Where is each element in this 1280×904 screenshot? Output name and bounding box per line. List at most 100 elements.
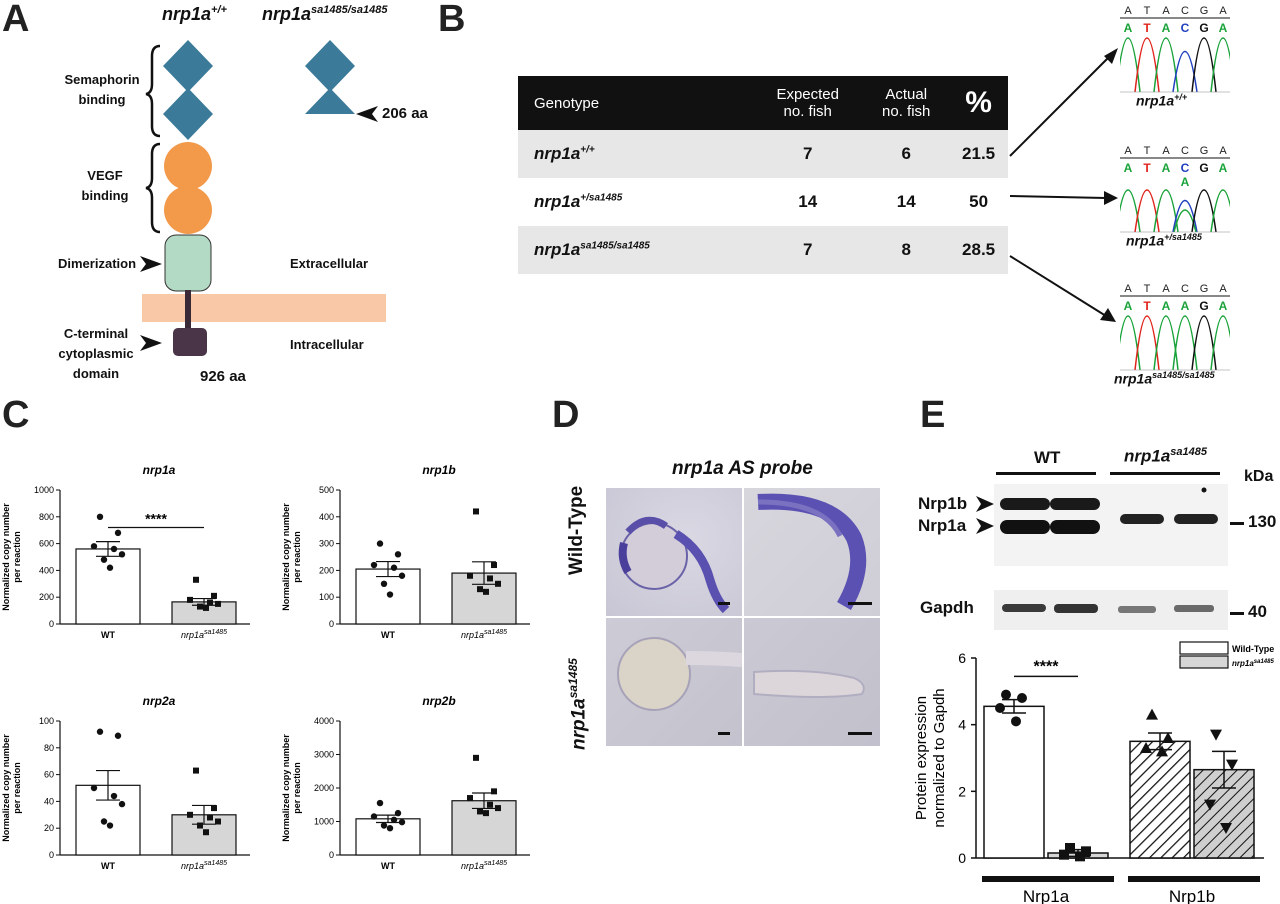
row-label-wildtype: Wild-Type bbox=[566, 485, 587, 575]
percent-cell: 21.5 bbox=[949, 130, 1008, 178]
data-point bbox=[1146, 708, 1158, 720]
bar-nrp1b-mutant bbox=[1193, 768, 1255, 859]
trace-peak bbox=[1115, 37, 1141, 93]
data-point bbox=[114, 529, 122, 537]
scale-bar bbox=[718, 732, 730, 735]
data-point bbox=[110, 545, 118, 553]
y-tick-label: 0 bbox=[958, 850, 966, 866]
trace-label-mut: nrp1asa1485/sa1485 bbox=[1114, 370, 1215, 387]
data-point bbox=[398, 572, 406, 579]
called-base: A bbox=[1124, 161, 1133, 175]
col-mut-title: nrp1asa1485/sa1485 bbox=[262, 4, 388, 24]
data-point bbox=[995, 703, 1005, 713]
y-axis-label-line-2: per reaction bbox=[292, 531, 302, 583]
data-point bbox=[215, 600, 221, 607]
actual-cell: 8 bbox=[863, 226, 950, 274]
x-label-mutant-superscript: sa1485 bbox=[204, 629, 227, 636]
y-tick-label: 60 bbox=[44, 770, 54, 780]
x-label-mutant-superscript: sa1485 bbox=[204, 860, 227, 867]
y-tick-label: 0 bbox=[329, 850, 334, 860]
ref-base: A bbox=[1219, 5, 1227, 17]
called-base: G bbox=[1199, 21, 1208, 35]
trace-peak bbox=[1115, 315, 1141, 371]
data-point bbox=[1162, 732, 1174, 743]
col-wt-title: nrp1a+/+ bbox=[162, 4, 227, 24]
trace-peak bbox=[1210, 315, 1236, 371]
significance-stars: **** bbox=[1034, 658, 1060, 675]
band-label-gapdh: Gapdh bbox=[920, 598, 974, 617]
y-tick-label: 0 bbox=[49, 850, 54, 860]
data-point bbox=[207, 599, 213, 606]
category-bar bbox=[982, 876, 1114, 882]
y-axis-label-line-2: per reaction bbox=[292, 762, 302, 814]
panel-d-title: nrp1a AS probe bbox=[672, 458, 813, 479]
ref-base: A bbox=[1124, 283, 1132, 295]
data-point bbox=[193, 767, 199, 774]
x-label-wt: WT bbox=[381, 630, 395, 640]
percent-cell: 28.5 bbox=[949, 226, 1008, 274]
lane-label-mut: nrp1asa1485 bbox=[1124, 446, 1208, 466]
x-label-wt: WT bbox=[101, 861, 115, 871]
data-point bbox=[477, 586, 483, 593]
called-base: A bbox=[1181, 299, 1190, 313]
label-dimerization: Dimerization bbox=[58, 256, 137, 271]
band-label-nrp1a: Nrp1a bbox=[918, 516, 967, 535]
data-point bbox=[390, 564, 398, 571]
chart-title: nrp2b bbox=[422, 694, 455, 708]
y-tick-label: 300 bbox=[319, 539, 334, 549]
y-tick-label: 4000 bbox=[314, 716, 334, 726]
trace-label-het: nrp1a+/sa1485 bbox=[1126, 232, 1202, 249]
ref-base: T bbox=[1144, 145, 1151, 157]
data-point bbox=[110, 792, 118, 800]
scale-bar bbox=[848, 732, 872, 735]
called-base: A bbox=[1219, 21, 1228, 35]
cytoplasmic-domain bbox=[173, 328, 207, 356]
y-tick-label: 100 bbox=[319, 592, 334, 602]
header-genotype: Genotype bbox=[518, 76, 753, 130]
y-axis-label: Normalized copy numberper reaction bbox=[281, 734, 302, 842]
x-label-mutant: nrp1asa1485 bbox=[461, 629, 507, 640]
data-point bbox=[380, 822, 388, 829]
panel-label-e: E bbox=[920, 394, 946, 436]
x-label-mutant: nrp1asa1485 bbox=[181, 629, 227, 640]
called-base: C bbox=[1181, 21, 1190, 35]
table-row: nrp1a+/+ 7 6 21.5 bbox=[518, 130, 1008, 178]
data-point bbox=[390, 816, 398, 824]
legend-label-wt: Wild-Type bbox=[1232, 644, 1274, 654]
trace-peak bbox=[1172, 199, 1198, 233]
nrp1-domain-diagram bbox=[140, 40, 386, 356]
membrane bbox=[142, 294, 386, 322]
ref-base: T bbox=[1144, 283, 1151, 295]
data-point bbox=[483, 810, 489, 817]
called-base: A bbox=[1219, 161, 1228, 175]
genotype-cell: nrp1a+/sa1485 bbox=[534, 192, 623, 211]
marker-40-tick bbox=[1230, 612, 1244, 615]
called-base: A bbox=[1124, 299, 1133, 313]
y-tick-label: 200 bbox=[319, 565, 334, 575]
data-point bbox=[370, 813, 378, 820]
marker-40: 40 bbox=[1248, 602, 1267, 621]
genotype-cell: nrp1a+/+ bbox=[518, 130, 753, 178]
x-label-mutant-base: nrp1a bbox=[181, 861, 204, 871]
y-tick-label: 3000 bbox=[314, 750, 334, 760]
data-point bbox=[394, 551, 402, 558]
data-point bbox=[106, 564, 114, 571]
ref-base: A bbox=[1124, 145, 1132, 157]
data-point bbox=[1210, 729, 1222, 741]
y-axis-label-line-1: Normalized copy number bbox=[281, 503, 291, 611]
blot-gapdh bbox=[994, 590, 1228, 630]
called-base: G bbox=[1199, 161, 1208, 175]
data-point bbox=[197, 822, 203, 829]
called-base: A bbox=[1162, 299, 1171, 313]
data-point bbox=[495, 805, 501, 812]
data-point bbox=[118, 551, 126, 558]
